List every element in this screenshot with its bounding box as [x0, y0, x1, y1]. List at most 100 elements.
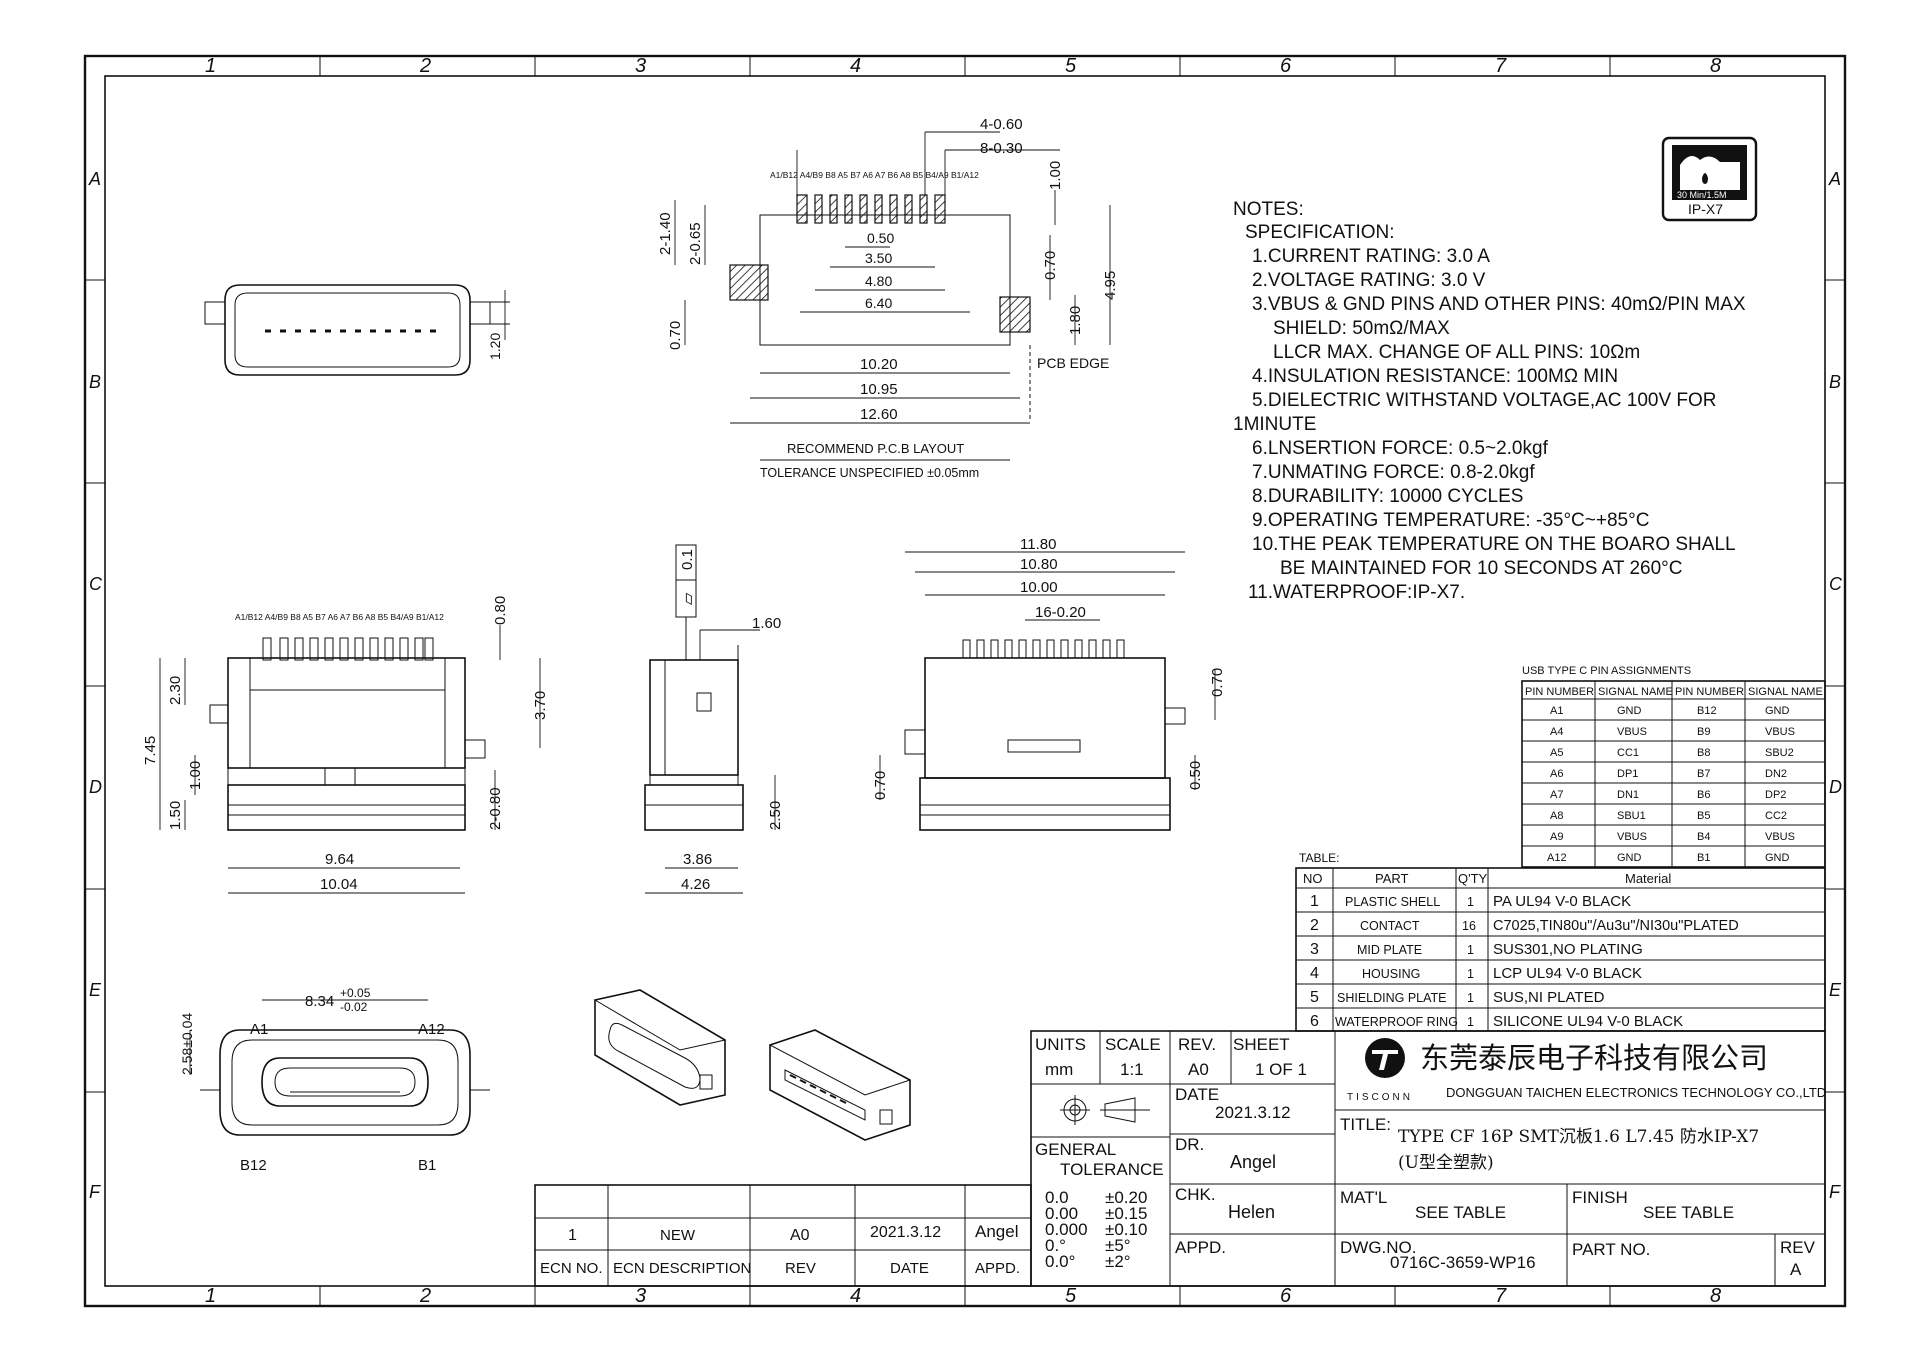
parts-cell-0-2: 1 [1467, 895, 1474, 909]
parts-cell-1-0: 2 [1310, 917, 1319, 934]
notes-line-11: 7.UNMATING FORCE: 0.8-2.0kgf [1252, 462, 1535, 483]
date-value: 2021.3.12 [1215, 1103, 1291, 1122]
pin-table-header-2: PIN NUMBER [1675, 686, 1744, 698]
notes-line-8: 5.DIELECTRIC WITHSTAND VOLTAGE,AC 100V F… [1252, 390, 1717, 411]
dim-10-20: 10.20 [860, 356, 898, 373]
pin-table-cell-1-3: VBUS [1765, 726, 1795, 738]
col-label-1: 1 [205, 55, 216, 77]
dwg-label: DWG.NO. [1340, 1238, 1417, 1257]
col-label-2: 2 [419, 55, 431, 77]
pin-table-cell-5-0: A8 [1550, 810, 1563, 822]
col-label-6-bottom: 6 [1280, 1285, 1292, 1307]
col-label-7: 7 [1495, 55, 1507, 77]
col-label-5: 5 [1065, 55, 1077, 77]
dr-label: DR. [1175, 1135, 1204, 1154]
parts-cell-3-2: 1 [1467, 967, 1474, 981]
ecn-header-appd: APPD. [975, 1260, 1020, 1277]
dim-1-00: 1.00 [1047, 161, 1064, 190]
dim-0-70-left: 0.70 [667, 321, 684, 350]
dim-4-80: 4.80 [865, 273, 892, 289]
dim-2-0-65: 2-0.65 [687, 222, 704, 265]
dim-3-70: 3.70 [532, 691, 549, 720]
dim-8-34-plus: +0.05 [340, 986, 371, 1000]
pin-table-cell-0-2: B12 [1697, 705, 1717, 717]
notes-line-12: 8.DURABILITY: 10000 CYCLES [1252, 486, 1523, 507]
pin-table-cell-6-0: A9 [1550, 831, 1563, 843]
pin-table-cell-4-1: DN1 [1617, 789, 1639, 801]
tol-row-4-a: 0.0° [1045, 1252, 1075, 1271]
ecn-header-desc: ECN DESCRIPTION [613, 1260, 751, 1277]
pin-table-cell-4-2: B6 [1697, 789, 1710, 801]
notes-line-15: BE MAINTAINED FOR 10 SECONDS AT 260°C [1280, 558, 1682, 579]
pin-table-cell-4-0: A7 [1550, 789, 1563, 801]
parts-cell-5-0: 6 [1310, 1013, 1319, 1030]
title-value: TYPE CF 16P SMT沉板1.6 L7.45 防水IP-X7 [1398, 1127, 1759, 1147]
notes-line-16: 11.WATERPROOF:IP-X7. [1248, 582, 1465, 603]
parts-cell-1-1: CONTACT [1360, 919, 1420, 933]
parts-header-part: PART [1375, 871, 1409, 886]
dim-1-20: 1.20 [487, 333, 503, 360]
tolerance-label: TOLERANCE [1060, 1160, 1164, 1179]
side-view: 0.1 ▱ 1.60 2.50 3.86 4.26 [644, 544, 784, 894]
dim-2-1-40: 2-1.40 [657, 212, 674, 255]
appd-label: APPD. [1175, 1238, 1226, 1257]
pin-label-a12: A12 [418, 1021, 445, 1038]
dim-0-70-right: 0.70 [1042, 251, 1059, 280]
parts-cell-2-3: SUS301,NO PLATING [1493, 941, 1643, 958]
ecn-row-appd: Angel [975, 1222, 1018, 1241]
dim-2-50: 2.50 [767, 801, 784, 830]
pin-table-cell-1-2: B9 [1697, 726, 1710, 738]
title-label: TITLE: [1340, 1115, 1391, 1134]
notes-line-0: NOTES: [1233, 199, 1304, 220]
rev-label: REV. [1178, 1035, 1216, 1054]
pin-table-cell-0-3: GND [1765, 705, 1790, 717]
row-label-b-right: B [1829, 372, 1841, 392]
notes-line-2: 1.CURRENT RATING: 3.0 A [1252, 246, 1490, 267]
notes-line-5: SHIELD: 50mΩ/MAX [1273, 318, 1450, 339]
pin-table-cell-2-0: A5 [1550, 747, 1563, 759]
dim-8-34: 8.34 [305, 993, 334, 1010]
units-label: UNITS [1035, 1035, 1086, 1054]
pin-table-cell-5-3: CC2 [1765, 810, 1787, 822]
general-label: GENERAL [1035, 1140, 1116, 1159]
front-view: 8.34 +0.05 -0.02 2.58±0.04 A1 A12 B12 B1 [179, 986, 490, 1174]
pin-assignment-table: USB TYPE C PIN ASSIGNMENTS PIN NUMBER SI… [1521, 665, 1826, 868]
tol-row-3-b: ±5° [1105, 1236, 1131, 1255]
chk-label: CHK. [1175, 1185, 1216, 1204]
parts-cell-4-0: 5 [1310, 989, 1319, 1006]
ecn-header-no: ECN NO. [540, 1260, 603, 1277]
pin-table-cell-3-2: B7 [1697, 768, 1710, 780]
dim-1-80: 1.80 [1067, 306, 1084, 335]
dim-1-00-side: 1.00 [187, 761, 204, 790]
top-view: 1.20 [204, 284, 510, 376]
pcb-layout-caption: RECOMMEND P.C.B LAYOUT [787, 441, 964, 456]
sheet-value: 1 OF 1 [1255, 1060, 1307, 1079]
dim-3-50: 3.50 [865, 250, 892, 266]
col-label-8-bottom: 8 [1710, 1285, 1721, 1307]
pcb-layout-view: A1/B12 A4/B9 B8 A5 B7 A6 A7 B6 A8 B5 B4/… [657, 116, 1119, 480]
rev2-value: A [1790, 1260, 1802, 1279]
pin-table-header-0: PIN NUMBER [1525, 686, 1594, 698]
dim-4-0-60: 4-0.60 [980, 116, 1023, 133]
ecn-header-date: DATE [890, 1260, 929, 1277]
tol-row-2-a: 0.000 [1045, 1220, 1088, 1239]
pin-label-b1: B1 [418, 1157, 436, 1174]
notes-line-13: 9.OPERATING TEMPERATURE: -35°C~+85°C [1252, 510, 1649, 531]
notes-line-3: 2.VOLTAGE RATING: 3.0 V [1252, 270, 1486, 291]
matl-value: SEE TABLE [1415, 1203, 1506, 1222]
parts-cell-5-1: WATERPROOF RING [1335, 1015, 1458, 1029]
parts-table-title: TABLE: [1299, 851, 1339, 865]
ecn-row-no: 1 [568, 1227, 577, 1244]
row-label-a: A [88, 169, 101, 189]
dim-10-95: 10.95 [860, 381, 898, 398]
row-label-b: B [89, 372, 101, 392]
parts-header-qty: Q'TY [1458, 871, 1488, 886]
pin-table-cell-2-3: SBU2 [1765, 747, 1794, 759]
tol-row-3-a: 0.° [1045, 1236, 1066, 1255]
pin-table-cell-6-1: VBUS [1617, 831, 1647, 843]
row-label-c-right: C [1829, 574, 1843, 594]
pin-table-cell-4-3: DP2 [1765, 789, 1786, 801]
ecn-row-desc: NEW [660, 1227, 696, 1244]
parts-cell-3-1: HOUSING [1362, 967, 1420, 981]
pin-table-cell-6-3: VBUS [1765, 831, 1795, 843]
